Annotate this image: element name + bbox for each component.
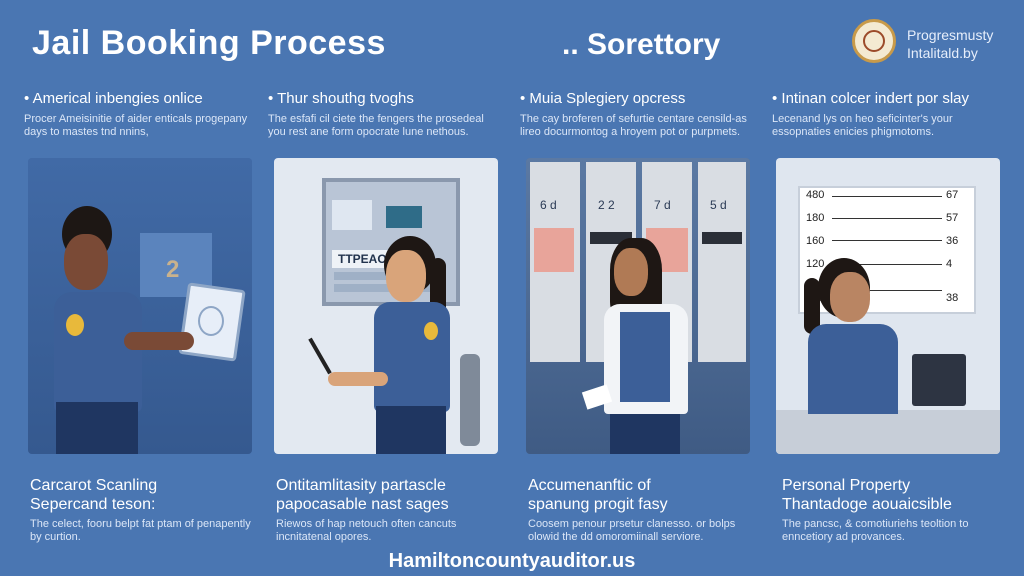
seal-icon — [852, 19, 896, 63]
caption-title-line-2: spanung progit fasy — [528, 496, 668, 513]
fingerprint-icon — [198, 306, 224, 336]
height-mark-right: 57 — [946, 212, 959, 224]
step-heading: • Muia Splegiery opcress — [520, 90, 686, 107]
page-subtitle: .. Sorettory — [562, 28, 721, 61]
step-description: Procer Ameisinitie of aider enticals pro… — [24, 113, 248, 138]
step-description: The cay broferen of sefurtie centare cen… — [520, 113, 747, 138]
step-description: Lecenand lys on heo seficinter's your es… — [772, 113, 953, 138]
step-heading: • Intinan colcer indert por slay — [772, 90, 970, 107]
locker-label: 7 d — [654, 198, 671, 212]
illustration-panel-1: 2 — [28, 158, 252, 454]
locker-label: 2 2 — [598, 198, 615, 212]
step-heading: • Thur shouthg tvoghs — [268, 90, 414, 107]
caption-4: Personal Property Thantadoge aouaicsible… — [782, 476, 1010, 544]
id-card-icon — [386, 206, 422, 228]
caption-title-line-2: Thantadoge aouaicsible — [782, 496, 952, 513]
height-mark-left: 480 — [806, 189, 825, 201]
step-heading: • Americal inbengies onlice — [24, 90, 203, 107]
desk — [776, 410, 1000, 454]
photo-icon — [332, 200, 372, 230]
caption-title-line-1: Ontitamlitasity partascle — [276, 477, 446, 494]
step-column-1: • Americal inbengies onlice Procer Ameis… — [24, 90, 252, 139]
caption-title-line-1: Personal Property — [782, 477, 911, 494]
caption-2: Ontitamlitasity partascle papocasable na… — [276, 476, 504, 544]
height-mark-right: 67 — [946, 189, 959, 201]
monitor-icon — [912, 354, 966, 406]
brand-line-2: Intalitald.by — [907, 45, 978, 61]
step-column-3: • Muia Splegiery opcress The cay brofere… — [520, 90, 748, 139]
height-mark-right: 36 — [946, 235, 959, 247]
caption-3: Accumenanftic of spanung progit fasy Coo… — [528, 476, 756, 544]
officer-figure — [38, 206, 194, 454]
caption-description: Coosem penour prsetur clanesso. or bolps… — [528, 518, 736, 543]
illustration-panel-4: 480 180 160 120 160 67 57 36 4 38 — [776, 158, 1000, 454]
badge-number: 2 — [166, 256, 180, 283]
step-column-2: • Thur shouthg tvoghs The esfafi cil cie… — [268, 90, 496, 139]
locker-label: 5 d — [710, 198, 727, 212]
step-column-4: • Intinan colcer indert por slay Lecenan… — [772, 90, 1000, 139]
brand-line-1: Progresmusty — [907, 27, 994, 43]
caption-title-line-2: papocasable nast sages — [276, 496, 449, 513]
footer-website: Hamiltoncountyauditor.us — [388, 550, 636, 572]
caption-title-line-1: Accumenanftic of — [528, 477, 651, 494]
brand-label: Progresmusty Intalitald.by — [907, 26, 993, 62]
height-mark-left: 180 — [806, 212, 825, 224]
officer-figure — [581, 238, 700, 454]
officer-figure — [794, 258, 904, 414]
illustration-panel-2: TTPEAORY — [274, 158, 498, 454]
illustration-panel-3: 6 d 2 2 7 d 5 d — [526, 158, 750, 454]
chair-icon — [460, 354, 480, 446]
caption-title-line-1: Carcarot Scanling — [30, 477, 158, 494]
height-mark-left: 120 — [806, 258, 825, 270]
caption-title-line-2: Sepercand teson: — [30, 496, 156, 513]
height-mark-right: 38 — [946, 292, 959, 304]
locker-label: 6 d — [540, 198, 557, 212]
caption-description: The pancsc, & comotiuriehs teoltion to e… — [782, 518, 969, 543]
page-title: Jail Booking Process — [32, 24, 386, 62]
step-description: The esfafi cil ciete the fengers the pro… — [268, 113, 484, 138]
caption-description: The celect, fooru belpt fat ptam of pena… — [30, 518, 251, 543]
height-mark-left: 160 — [806, 235, 825, 247]
caption-1: Carcarot Scanling Sepercand teson: The c… — [30, 476, 258, 544]
height-mark-right: 4 — [946, 258, 953, 270]
officer-figure — [308, 236, 464, 454]
caption-description: Riewos of hap netouch often cancuts incn… — [276, 518, 457, 543]
